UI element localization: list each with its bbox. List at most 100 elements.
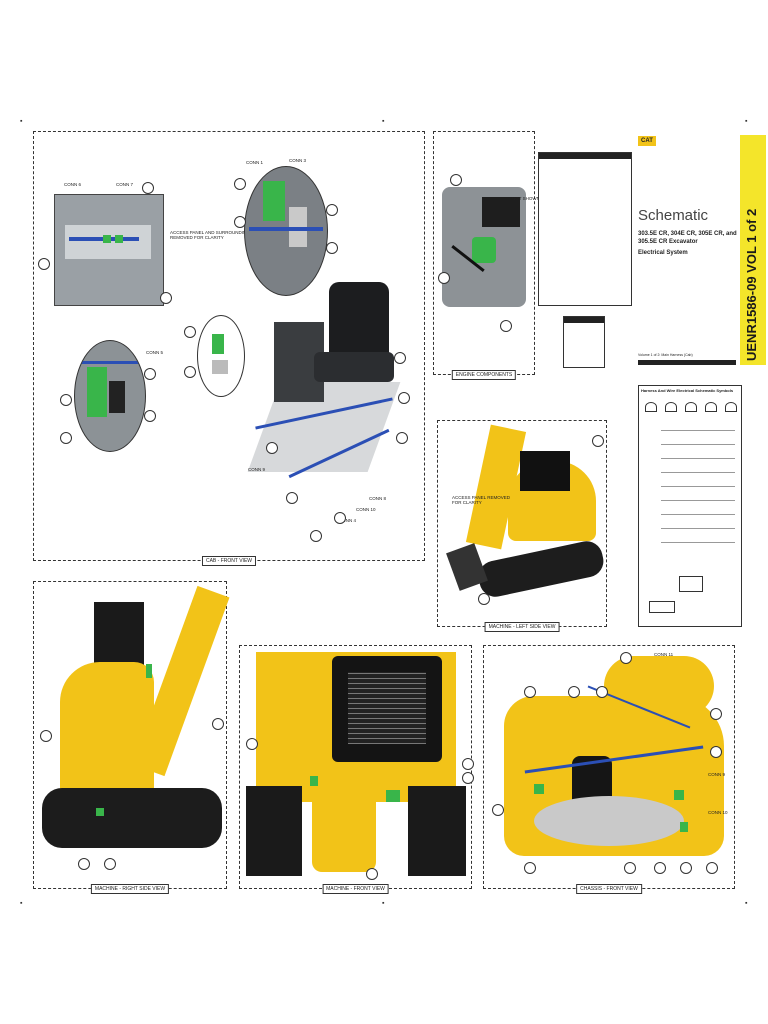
callout (104, 858, 116, 870)
legend-title: Harness And Wire Electrical Schematic Sy… (641, 388, 734, 393)
callout (184, 326, 196, 338)
callout (60, 394, 72, 406)
callout (680, 862, 692, 874)
callout (142, 182, 154, 194)
window-grille (348, 672, 426, 744)
connector (680, 822, 688, 832)
model-list: 303.5E CR, 304E CR, 305E CR, and 305.5E … (638, 231, 737, 245)
registration-mark: ▪ (20, 118, 23, 125)
conn11-label: CONN 11 (654, 652, 674, 657)
callout (438, 272, 450, 284)
engine-components-panel: NOT SHOWN ENGINE COMPONENTS (433, 131, 540, 380)
conn9-label: CONN 9 (708, 772, 726, 777)
not-shown-label: NOT SHOWN (512, 196, 540, 201)
panel-label: CHASSIS - FRONT VIEW (576, 884, 642, 894)
machine-left-side-panel: ACCESS PANEL REMOVED FOR CLARITY MACHINE… (437, 420, 607, 632)
panel-label: ENGINE COMPONENTS (451, 370, 517, 380)
track (246, 786, 302, 876)
callout (286, 492, 298, 504)
callout (234, 216, 246, 228)
volume-note: Volume 1 of 2: Main Harness (Cab) (638, 353, 693, 357)
chassis-frame-top (604, 656, 714, 716)
connector (674, 790, 684, 800)
registration-mark: ▪ (20, 900, 23, 907)
connector-location-table (563, 316, 605, 368)
boom-base (312, 782, 376, 872)
upper-connector-circle (244, 166, 328, 296)
callout (38, 258, 50, 270)
panel-label: MACHINE - FRONT VIEW (322, 884, 389, 894)
callout (212, 718, 224, 730)
conn9-label: CONN 9 (248, 467, 266, 472)
callout (326, 204, 338, 216)
conn7-label: CONN 7 (116, 182, 134, 187)
registration-mark: ▪ (382, 118, 385, 125)
callout (462, 758, 474, 770)
machine-right-side-panel: MACHINE - RIGHT SIDE VIEW (33, 581, 230, 894)
small-connector-circle (197, 315, 245, 397)
callout (620, 652, 632, 664)
callout (334, 512, 346, 524)
legend-text-line (661, 514, 735, 515)
component-location-table (538, 152, 632, 306)
callout (266, 442, 278, 454)
track (42, 788, 222, 848)
connector (534, 784, 544, 794)
callout (396, 432, 408, 444)
access-note: ACCESS PANEL REMOVED FOR CLARITY (452, 495, 511, 505)
callout (500, 320, 512, 332)
callout (144, 410, 156, 422)
access-note: ACCESS PANEL AND SURROUNDING REMOVED FOR… (170, 230, 250, 240)
legend-text-line (661, 430, 735, 431)
track (408, 786, 466, 876)
panel-label: MACHINE - RIGHT SIDE VIEW (90, 884, 170, 894)
legend-text-line (661, 444, 735, 445)
floor-plate (534, 796, 684, 846)
callout (144, 368, 156, 380)
callout (492, 804, 504, 816)
legend-text-line (661, 528, 735, 529)
conn10-label: CONN 10 (356, 507, 376, 512)
conn-box-inset (54, 194, 164, 306)
conn10-label: CONN 10 (708, 810, 728, 815)
callout (60, 432, 72, 444)
callout (596, 686, 608, 698)
connector (310, 776, 318, 786)
registration-mark: ▪ (745, 900, 748, 907)
callout (310, 530, 322, 542)
panel-label: MACHINE - LEFT SIDE VIEW (484, 622, 560, 632)
conn6-label: CONN 6 (64, 182, 82, 187)
table-header (564, 317, 604, 323)
conn8-label: CONN 8 (369, 496, 387, 501)
callout (462, 772, 474, 784)
system-name: Electrical System (638, 250, 688, 256)
callout (398, 392, 410, 404)
callout (184, 366, 196, 378)
panel-label: CAB - FRONT VIEW (201, 556, 257, 566)
callout (40, 730, 52, 742)
callout (592, 435, 604, 447)
callout (326, 242, 338, 254)
callout (568, 686, 580, 698)
legend-text-line (661, 458, 735, 459)
counterweight (60, 662, 154, 812)
title-divider (638, 360, 736, 365)
callout (524, 862, 536, 874)
connector (96, 808, 104, 816)
conn5-label: CONN 5 (146, 350, 164, 355)
conn3-label: CONN 3 (289, 158, 307, 163)
callout (706, 862, 718, 874)
machine-front-panel: MACHINE - FRONT VIEW (239, 645, 474, 894)
registration-mark: ▪ (382, 900, 385, 907)
conn1-label: CONN 1 (246, 160, 264, 165)
callout (710, 708, 722, 720)
legend-text-line (661, 500, 735, 501)
cab-front-view-panel: CONN 6 CONN 7 ACCESS PANEL AND SURROUNDI… (33, 131, 425, 566)
cat-logo: CAT (638, 136, 656, 146)
callout (394, 352, 406, 364)
chassis-front-panel: CONN 11 CONN 9 CONN 10 CHASSIS - FRONT V… (483, 645, 735, 894)
callout (524, 686, 536, 698)
callout (78, 858, 90, 870)
document-title: Schematic (638, 207, 709, 224)
table-header (539, 153, 631, 159)
